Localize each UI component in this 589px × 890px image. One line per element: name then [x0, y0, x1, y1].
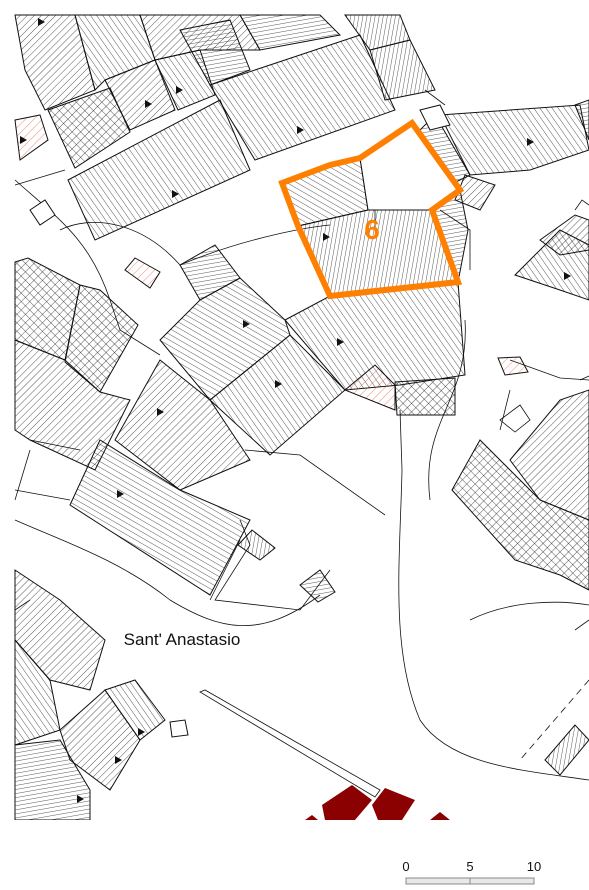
triangle-arrow-icon: [20, 18, 571, 803]
scale-tick-10: 10: [527, 859, 541, 874]
scale-tick-0: 0: [402, 859, 409, 874]
building-blocks-east: [451, 214, 589, 776]
parcel-number: 6: [364, 214, 380, 245]
ruins: [305, 785, 450, 820]
scale-tick-5: 5: [466, 859, 473, 874]
building-blocks-south: [14, 569, 189, 821]
parcel-6-outline[interactable]: [278, 118, 465, 300]
building-blocks-north: [14, 14, 589, 241]
building-blocks-west: [14, 244, 346, 603]
place-label: Sant' Anastasio: [124, 630, 241, 649]
scale-bar: 0 5 10: [402, 859, 541, 885]
